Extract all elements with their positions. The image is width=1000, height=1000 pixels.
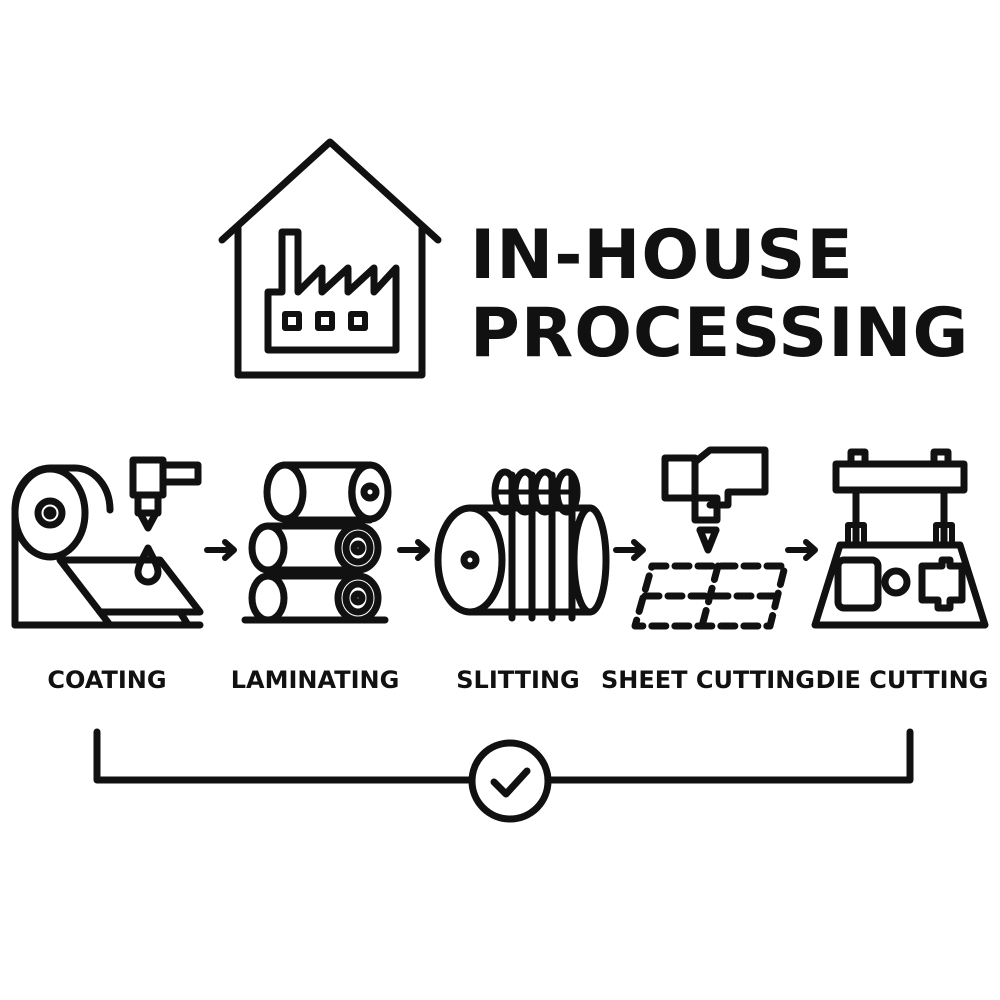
title-line-1: IN-HOUSE [470, 216, 854, 295]
title-line-2: PROCESSING [470, 294, 970, 373]
step-label-coating: COATING [47, 666, 167, 694]
factory-house-icon [218, 138, 442, 379]
summary-bracket [93, 728, 914, 784]
die-cutting-press-icon [811, 448, 989, 629]
step-label-die-cutting: DIE CUTTING [815, 666, 989, 694]
coating-machine-icon [11, 456, 204, 629]
arrow-right-icon [613, 539, 646, 561]
sheet-cutting-icon [631, 446, 789, 630]
arrow-right-icon [204, 539, 237, 561]
checkmark-circle-icon [468, 739, 552, 823]
laminating-rollers-icon [241, 461, 392, 624]
arrow-right-icon [397, 539, 430, 561]
arrow-right-icon [785, 539, 818, 561]
step-label-slitting: SLITTING [456, 666, 580, 694]
step-label-laminating: LAMINATING [230, 666, 400, 694]
step-label-sheet-cutting: SHEET CUTTING [601, 666, 815, 694]
slitting-roll-icon [434, 468, 610, 622]
